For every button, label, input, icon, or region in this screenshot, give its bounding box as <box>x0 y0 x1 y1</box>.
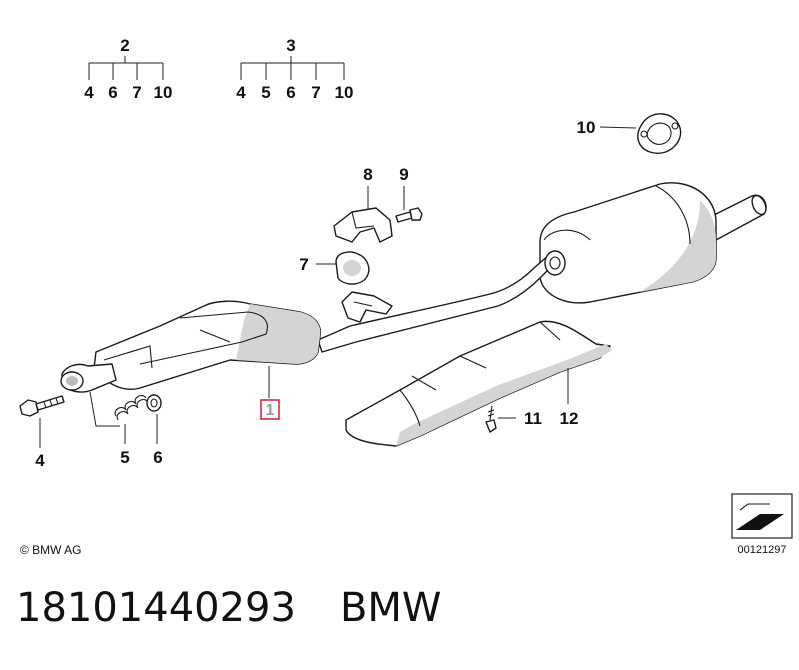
copyright-text: © BMW AG <box>20 543 82 557</box>
nut-part-6: 6 <box>146 394 163 467</box>
flange-fastener-leaders <box>89 391 120 427</box>
callout-10[interactable]: 10 <box>577 118 596 137</box>
rear-silencer <box>539 182 767 304</box>
callout-2-item-6[interactable]: 6 <box>108 83 117 102</box>
callout-5[interactable]: 5 <box>120 448 129 467</box>
rubber-mount-part-7: 7 <box>299 251 370 285</box>
callout-2-item-4[interactable]: 4 <box>84 83 94 102</box>
bolt-part-4: 4 <box>19 395 65 470</box>
callout-2-item-10[interactable]: 10 <box>154 83 173 102</box>
callout-12[interactable]: 12 <box>560 409 579 428</box>
catalog-badge: 00121297 <box>731 493 793 556</box>
callout-6[interactable]: 6 <box>153 448 162 467</box>
callout-9[interactable]: 9 <box>399 165 408 184</box>
callout-4[interactable]: 4 <box>35 451 45 470</box>
callout-group-3: 3 4 5 6 7 10 <box>236 36 353 102</box>
callout-3-item-5[interactable]: 5 <box>261 83 270 102</box>
connecting-pipe <box>317 250 566 353</box>
brand-name: BMW <box>339 585 442 631</box>
callout-group-2: 2 4 6 7 10 <box>84 36 172 102</box>
clamp-bracket-part-8: 8 <box>333 165 393 243</box>
callout-7[interactable]: 7 <box>299 255 308 274</box>
callout-3-item-10[interactable]: 10 <box>335 83 354 102</box>
pipe-bracket <box>341 291 393 323</box>
bolt-part-9: 9 <box>395 165 423 223</box>
heat-shield-part-12: 12 <box>345 320 612 447</box>
catalog-number: 00121297 <box>738 544 787 556</box>
highlight-box-part-1 <box>260 399 280 420</box>
callout-3-item-6[interactable]: 6 <box>286 83 295 102</box>
screw-part-11: 11 <box>485 405 542 433</box>
callout-2[interactable]: 2 <box>120 36 129 55</box>
callout-1[interactable]: 1 <box>266 402 275 419</box>
callout-2-item-7[interactable]: 7 <box>132 83 141 102</box>
callout-3[interactable]: 3 <box>286 36 295 55</box>
callout-3-item-4[interactable]: 4 <box>236 83 246 102</box>
catalog-arrow-icon <box>736 514 784 530</box>
footer: 18101440293 BMW <box>16 585 441 631</box>
front-silencer-part-1 <box>60 300 322 398</box>
gasket-part-10: 10 <box>577 113 682 154</box>
callout-8[interactable]: 8 <box>363 165 372 184</box>
callout-3-item-7[interactable]: 7 <box>311 83 320 102</box>
spring-part-5: 5 <box>114 395 149 467</box>
part-number: 18101440293 <box>16 585 296 631</box>
callout-11[interactable]: 11 <box>524 409 542 428</box>
